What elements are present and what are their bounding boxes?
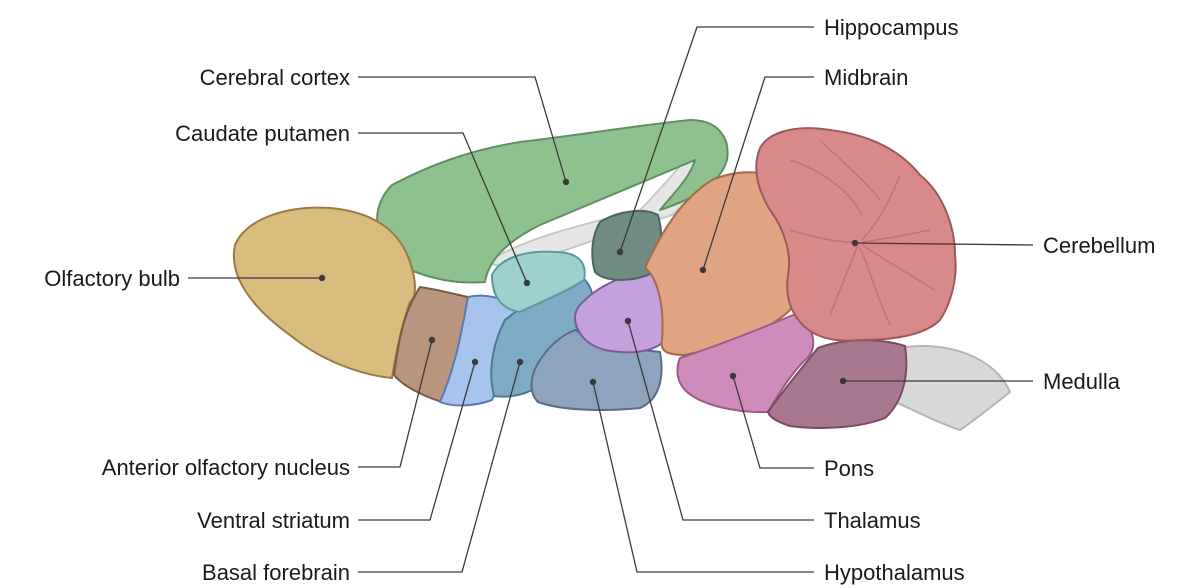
label-cerebral-cortex: Cerebral cortex	[200, 65, 350, 90]
label-hippocampus: Hippocampus	[824, 15, 959, 40]
olfactory-bulb-region	[234, 208, 415, 378]
label-ventral-striatum: Ventral striatum	[197, 508, 350, 533]
label-olfactory-bulb: Olfactory bulb	[44, 266, 180, 291]
label-thalamus: Thalamus	[824, 508, 921, 533]
label-caudate-putamen: Caudate putamen	[175, 121, 350, 146]
label-hypothalamus: Hypothalamus	[824, 560, 965, 585]
label-basal-forebrain: Basal forebrain	[202, 560, 350, 585]
label-midbrain: Midbrain	[824, 65, 908, 90]
label-pons: Pons	[824, 456, 874, 481]
thalamus-region	[575, 270, 665, 352]
spinal-cord-region	[890, 346, 1010, 430]
label-medulla: Medulla	[1043, 369, 1121, 394]
label-anterior-olfactory-nucleus: Anterior olfactory nucleus	[102, 455, 350, 480]
label-cerebellum: Cerebellum	[1043, 233, 1156, 258]
